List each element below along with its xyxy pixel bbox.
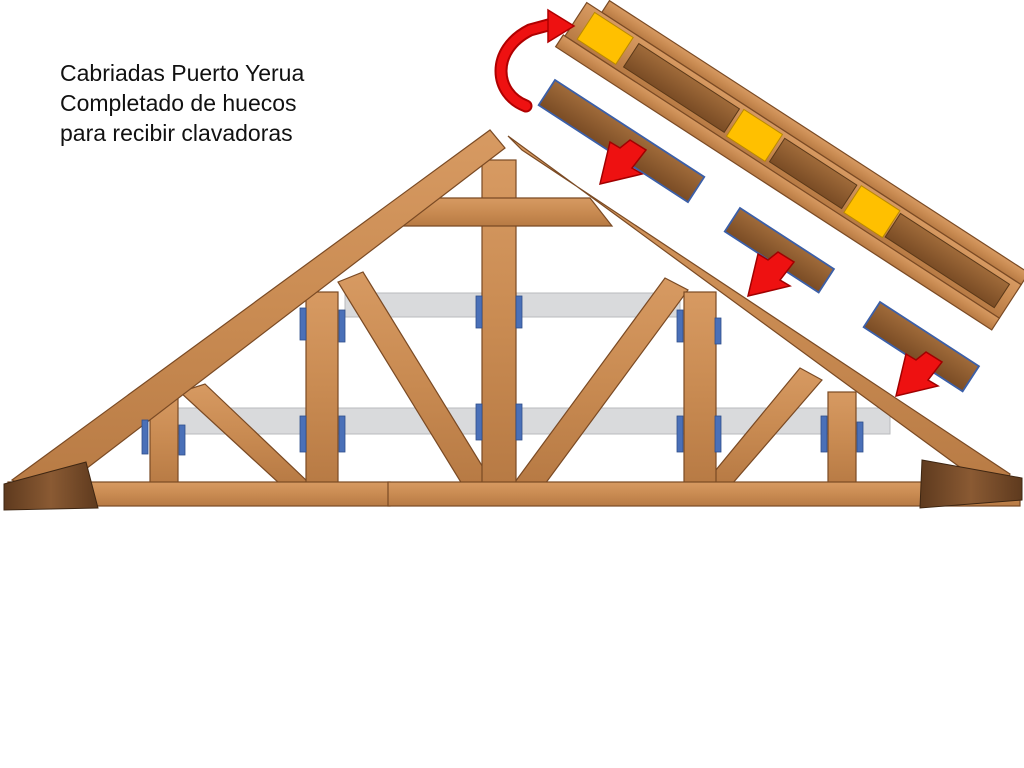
right-rafter [507,135,1011,499]
down-arrow-icon [746,251,796,298]
curved-arrow-icon [494,8,576,113]
heel-blocks [3,459,1023,511]
bracket [676,309,684,343]
down-arrows [598,139,944,398]
yellow-block [725,108,784,162]
caption-line-2: Completado de huecos [60,90,297,116]
roof-truss [7,129,1021,507]
nailer-inset [622,42,741,134]
bracket [475,295,483,329]
yellow-block [576,11,634,66]
blue-brackets [141,295,864,456]
bracket [676,415,684,453]
bracket [515,403,523,441]
bracket [299,307,307,341]
nailer-assembly [554,0,1024,331]
bracket [141,419,149,455]
nailer-inset [768,137,858,210]
heel-block-right [919,459,1023,509]
bracket [714,317,722,345]
nailer-board-top [600,0,1024,286]
down-arrow-icon [894,351,944,398]
bracket [338,309,346,343]
bracket [515,295,523,329]
bracket [820,415,828,453]
bracket [299,415,307,453]
nailer-board-bottom [554,34,1001,331]
bracket [178,424,186,456]
bracket [338,415,346,453]
down-arrow-icon [598,139,648,186]
post-right-inner [683,291,717,487]
bottom-chord-right [387,481,1021,507]
caption-line-3: para recibir clavadoras [60,120,293,146]
diagram-caption: Cabriadas Puerto Yerua Completado de hue… [60,58,304,148]
bracket [856,421,864,453]
post-left-inner [305,291,339,487]
nailer-inset [884,212,1011,309]
bracket [475,403,483,441]
yellow-block [843,184,901,239]
heel-block-left [3,461,99,511]
caption-line-1: Cabriadas Puerto Yerua [60,60,305,86]
post-right-outer [827,391,857,487]
bracket [714,415,722,453]
